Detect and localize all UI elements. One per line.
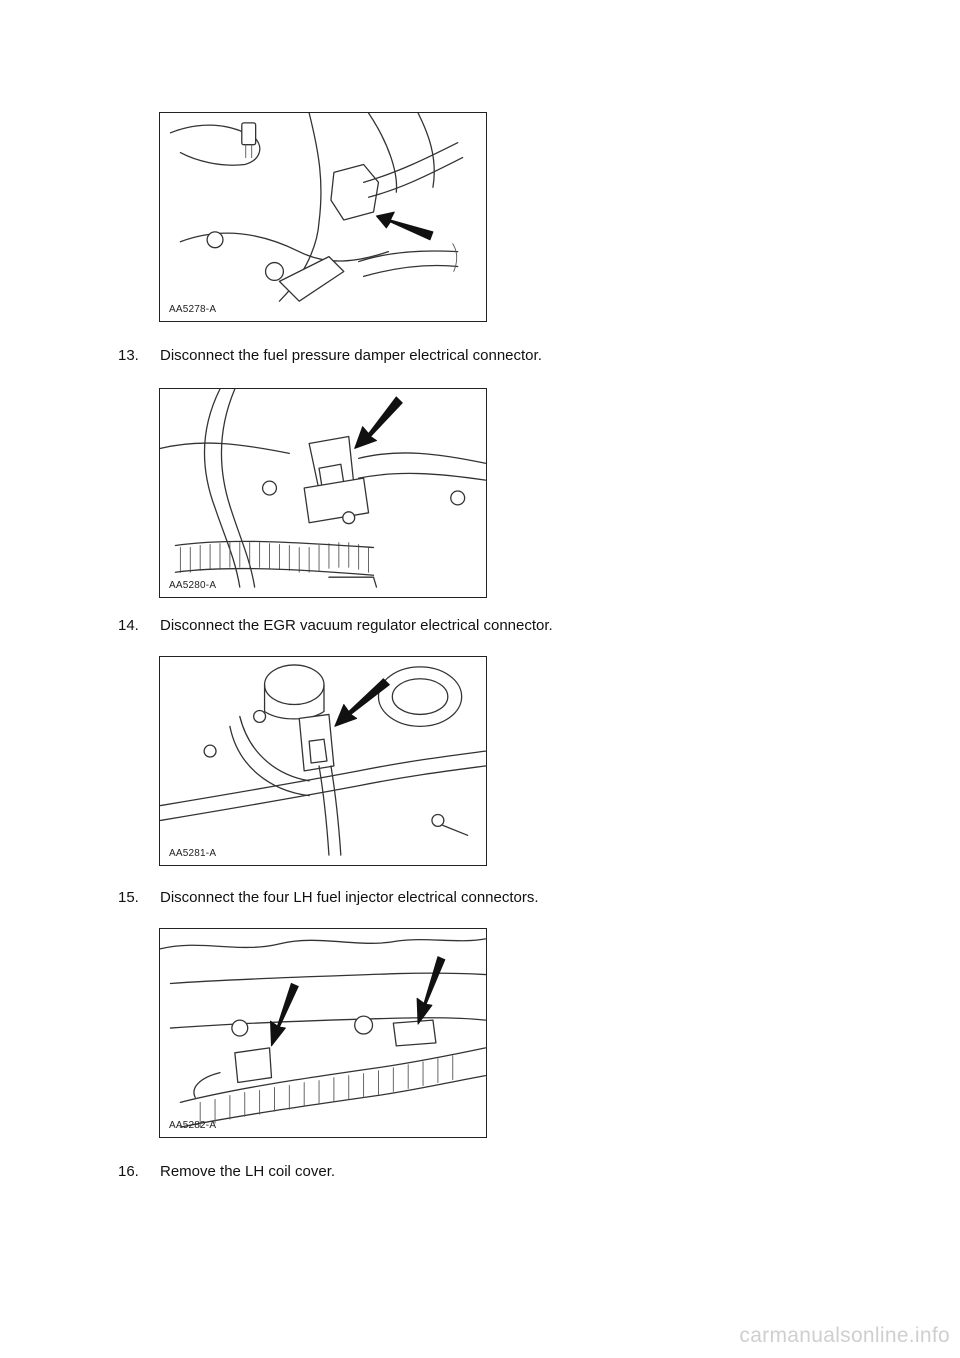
figure-fuel-pressure-damper-connector: AA5280-A: [159, 388, 487, 598]
step-text: Remove the LH coil cover.: [160, 1163, 336, 1180]
damper-connector-illustration: [160, 389, 486, 588]
step-13: 13. Disconnect the fuel pressure damper e…: [118, 347, 542, 365]
step-text: Disconnect the EGR vacuum regulator elec…: [160, 617, 553, 634]
egr-connector-illustration: [160, 664, 486, 856]
figure-fuel-line-fitting: AA5278-A: [159, 112, 487, 322]
figure-lh-fuel-injector-connectors: AA5282-A: [159, 928, 487, 1138]
step-text: Disconnect the fuel pressure damper elec…: [160, 347, 542, 364]
injector-connectors-illustration: [160, 938, 486, 1128]
step-number: 15.: [118, 889, 139, 906]
step-15: 15. Disconnect the four LH fuel injector …: [118, 889, 539, 907]
figure-code: AA5281-A: [169, 848, 217, 859]
step-number: 13.: [118, 347, 139, 364]
step-text: Disconnect the four LH fuel injector ele…: [160, 889, 539, 906]
fuel-line-illustration: [169, 113, 464, 302]
figure-code: AA5280-A: [169, 580, 217, 591]
figure-egr-vacuum-regulator-connector: AA5281-A: [159, 656, 487, 866]
step-14: 14. Disconnect the EGR vacuum regulator e…: [118, 617, 553, 635]
step-number: 16.: [118, 1163, 139, 1180]
step-16: 16. Remove the LH coil cover.: [118, 1163, 335, 1181]
step-number: 14.: [118, 617, 139, 634]
figure-code: AA5282-A: [169, 1120, 217, 1131]
figure-code: AA5278-A: [169, 304, 217, 315]
watermark: carmanualsonline.info: [739, 1324, 950, 1347]
